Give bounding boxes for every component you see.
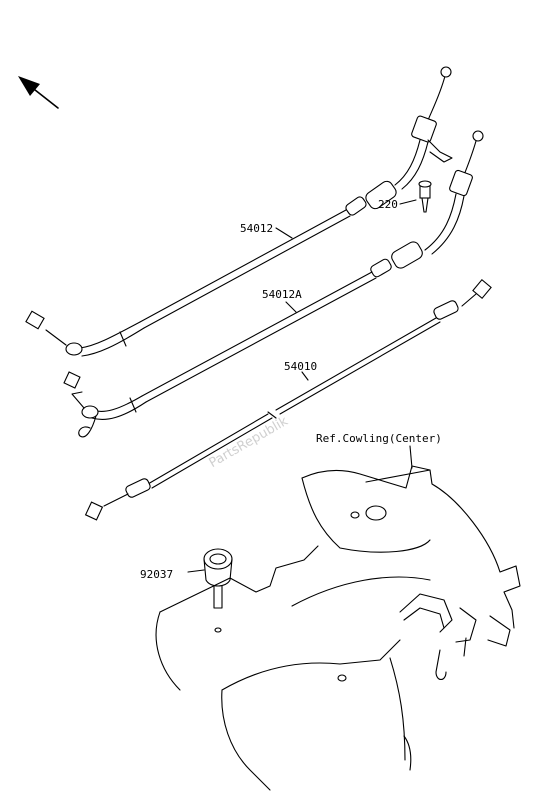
part-number-54012a: 54012A [262,288,302,301]
part-number-220: 220 [378,198,398,211]
label-54012a: 54012A [262,288,302,313]
part-number-92037: 92037 [140,568,173,581]
cable-54010[interactable] [84,279,492,521]
cable-54012[interactable] [25,66,453,357]
cowling-center [155,465,521,791]
label-54010: 54010 [284,360,317,381]
label-54012: 54012 [240,222,293,239]
part-number-54010: 54010 [284,360,317,373]
bolt-220[interactable] [418,180,432,213]
label-220: 220 [378,198,417,211]
front-direction-arrow-icon [18,76,59,109]
grommet-92037[interactable] [203,548,233,633]
part-number-54012: 54012 [240,222,273,235]
label-92037: 92037 [140,568,205,581]
cable-54012a[interactable] [63,130,484,438]
ref-cowling-label: Ref.Cowling(Center) [316,432,442,445]
label-ref-cowling: Ref.Cowling(Center) [316,432,442,469]
